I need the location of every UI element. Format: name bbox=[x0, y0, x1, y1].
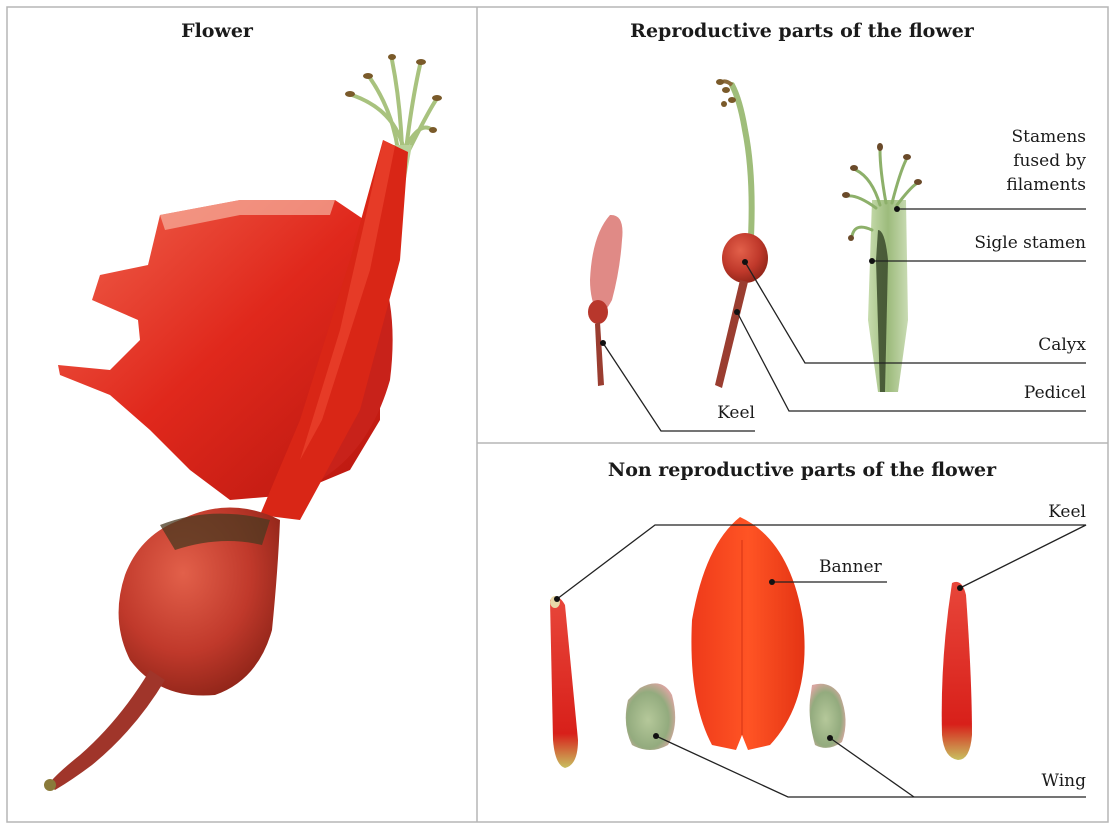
flower-stamens bbox=[352, 60, 436, 152]
reproductive-panel: Reproductive parts of the flower bbox=[588, 20, 1086, 431]
flower-panel: Flower bbox=[44, 20, 442, 791]
label-single-stamen: Sigle stamen bbox=[974, 233, 1086, 253]
reproductive-keel-illustration bbox=[588, 215, 623, 386]
reproductive-panel-title: Reproductive parts of the flower bbox=[630, 20, 975, 42]
reproductive-calyx-illustration bbox=[715, 79, 768, 388]
label-stamens-fused-line3: filaments bbox=[1006, 175, 1086, 195]
label-keel-non-reproductive: Keel bbox=[1048, 502, 1086, 522]
whole-flower-illustration bbox=[44, 54, 442, 791]
banner-illustration bbox=[691, 517, 804, 750]
label-stamens-fused-line2: fused by bbox=[1013, 151, 1086, 171]
flower-panel-title: Flower bbox=[181, 20, 254, 42]
label-banner: Banner bbox=[819, 557, 883, 577]
left-keel-illustration bbox=[550, 596, 578, 768]
flower-pedicel bbox=[48, 670, 165, 790]
non-reproductive-panel-title: Non reproductive parts of the flower bbox=[608, 459, 997, 481]
label-wing: Wing bbox=[1042, 771, 1087, 791]
label-calyx: Calyx bbox=[1038, 335, 1086, 355]
reproductive-stamen-column-illustration bbox=[842, 143, 922, 392]
label-pedicel: Pedicel bbox=[1024, 383, 1086, 403]
label-stamens-fused-line1: Stamens bbox=[1012, 127, 1086, 147]
non-reproductive-panel: Non reproductive parts of the flower Kee… bbox=[550, 459, 1086, 797]
right-keel-illustration bbox=[942, 582, 972, 760]
reproductive-annotations: Stamens fused by filaments Sigle stamen … bbox=[600, 127, 1086, 431]
non-reproductive-annotations: Keel Banner Wing bbox=[554, 502, 1086, 797]
left-wing-illustration bbox=[626, 683, 675, 750]
label-keel-reproductive: Keel bbox=[717, 403, 755, 423]
